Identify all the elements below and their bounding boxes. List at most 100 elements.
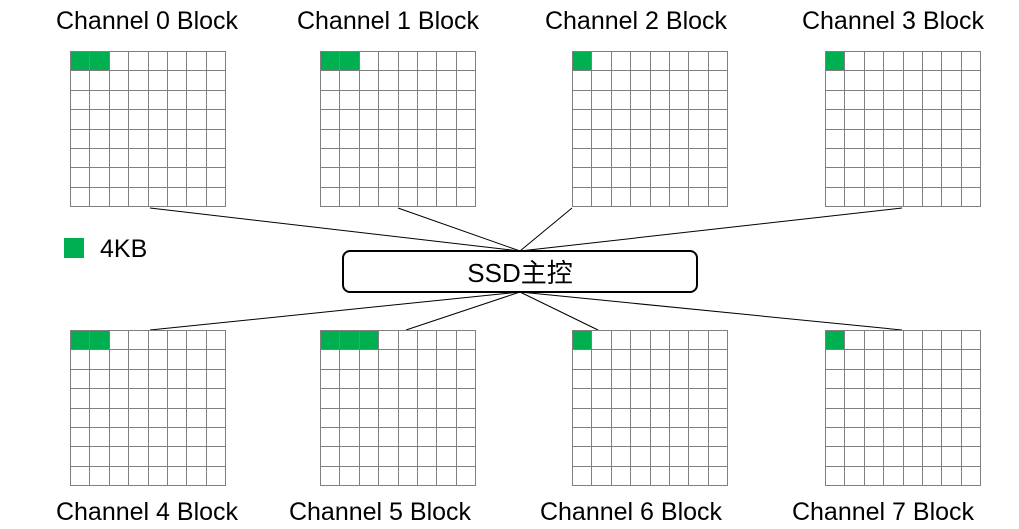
page-cell <box>669 466 690 486</box>
page-cell <box>669 168 690 188</box>
page-cell <box>398 466 418 486</box>
page-cell <box>437 427 457 448</box>
page-cell <box>167 168 188 188</box>
page-cell <box>90 466 110 486</box>
page-cell <box>826 71 846 91</box>
page-cell <box>148 466 168 486</box>
page-cell <box>708 350 728 370</box>
page-cell <box>708 168 728 188</box>
page-cell <box>708 110 728 130</box>
page-cell <box>109 148 130 169</box>
page-cell <box>826 350 846 370</box>
page-cell <box>903 187 923 207</box>
page-cell <box>922 52 943 72</box>
page-cell <box>942 427 962 448</box>
page-cell <box>398 90 418 111</box>
page-cell <box>884 331 904 351</box>
wire-channel-4 <box>149 291 521 331</box>
page-cell <box>71 110 91 130</box>
page-cell <box>90 408 110 428</box>
block-label-channel-2: Channel 2 Block <box>544 7 728 35</box>
page-cell <box>669 369 690 390</box>
page-cell <box>437 447 457 467</box>
page-cell <box>864 369 885 390</box>
page-cell <box>437 331 457 351</box>
page-cell <box>845 447 865 467</box>
page-cell <box>826 110 846 130</box>
page-cell <box>922 71 943 91</box>
page-cell <box>689 427 709 448</box>
block-grid-channel-3 <box>825 51 981 207</box>
page-cell <box>922 350 943 370</box>
page-cell <box>592 466 612 486</box>
page-cell <box>669 331 690 351</box>
page-cell <box>321 427 341 448</box>
page-cell <box>359 148 380 169</box>
page-cell <box>321 408 341 428</box>
page-cell <box>187 187 207 207</box>
page-cell <box>187 466 207 486</box>
page-cell <box>669 350 690 370</box>
page-cell <box>650 52 670 72</box>
page-cell <box>903 466 923 486</box>
page-cell <box>148 148 168 169</box>
page-cell <box>845 71 865 91</box>
page-cell <box>961 168 981 188</box>
page-cell <box>167 187 188 207</box>
page-cell <box>903 90 923 111</box>
page-cell <box>611 71 632 91</box>
page-cell-filled <box>71 331 91 351</box>
page-cell <box>961 148 981 169</box>
page-cell <box>359 427 380 448</box>
page-cell <box>321 389 341 409</box>
page-cell <box>417 389 438 409</box>
page-cell <box>206 52 226 72</box>
page-cell <box>884 447 904 467</box>
page-cell <box>864 408 885 428</box>
page-cell <box>437 408 457 428</box>
page-cell <box>961 187 981 207</box>
page-cell <box>71 427 91 448</box>
page-cell <box>340 168 360 188</box>
page-cell <box>826 408 846 428</box>
page-cell <box>456 110 476 130</box>
page-cell <box>961 447 981 467</box>
page-cell <box>359 447 380 467</box>
page-cell <box>592 408 612 428</box>
page-cell <box>206 331 226 351</box>
page-cell <box>669 129 690 149</box>
page-cell <box>321 187 341 207</box>
page-cell <box>864 71 885 91</box>
page-cell <box>884 129 904 149</box>
page-cell <box>611 129 632 149</box>
page-cell <box>417 110 438 130</box>
page-cell <box>592 331 612 351</box>
ssd-controller-label: SSD主控 <box>467 258 573 288</box>
page-cell <box>417 369 438 390</box>
page-cell <box>398 369 418 390</box>
page-cell <box>573 148 593 169</box>
page-cell <box>942 90 962 111</box>
page-cell <box>689 129 709 149</box>
page-cell <box>148 427 168 448</box>
page-cell <box>650 168 670 188</box>
page-cell <box>148 90 168 111</box>
page-cell <box>109 52 130 72</box>
page-cell <box>417 427 438 448</box>
page-cell <box>864 129 885 149</box>
page-cell <box>845 148 865 169</box>
page-cell <box>573 350 593 370</box>
page-cell <box>631 427 651 448</box>
page-cell <box>650 148 670 169</box>
block-label-channel-7: Channel 7 Block <box>791 498 975 526</box>
page-cell <box>650 369 670 390</box>
page-cell <box>708 369 728 390</box>
page-cell <box>379 52 399 72</box>
page-cell <box>922 408 943 428</box>
page-cell <box>864 427 885 448</box>
page-cell <box>942 148 962 169</box>
page-cell <box>456 389 476 409</box>
page-cell <box>922 466 943 486</box>
page-cell <box>922 187 943 207</box>
